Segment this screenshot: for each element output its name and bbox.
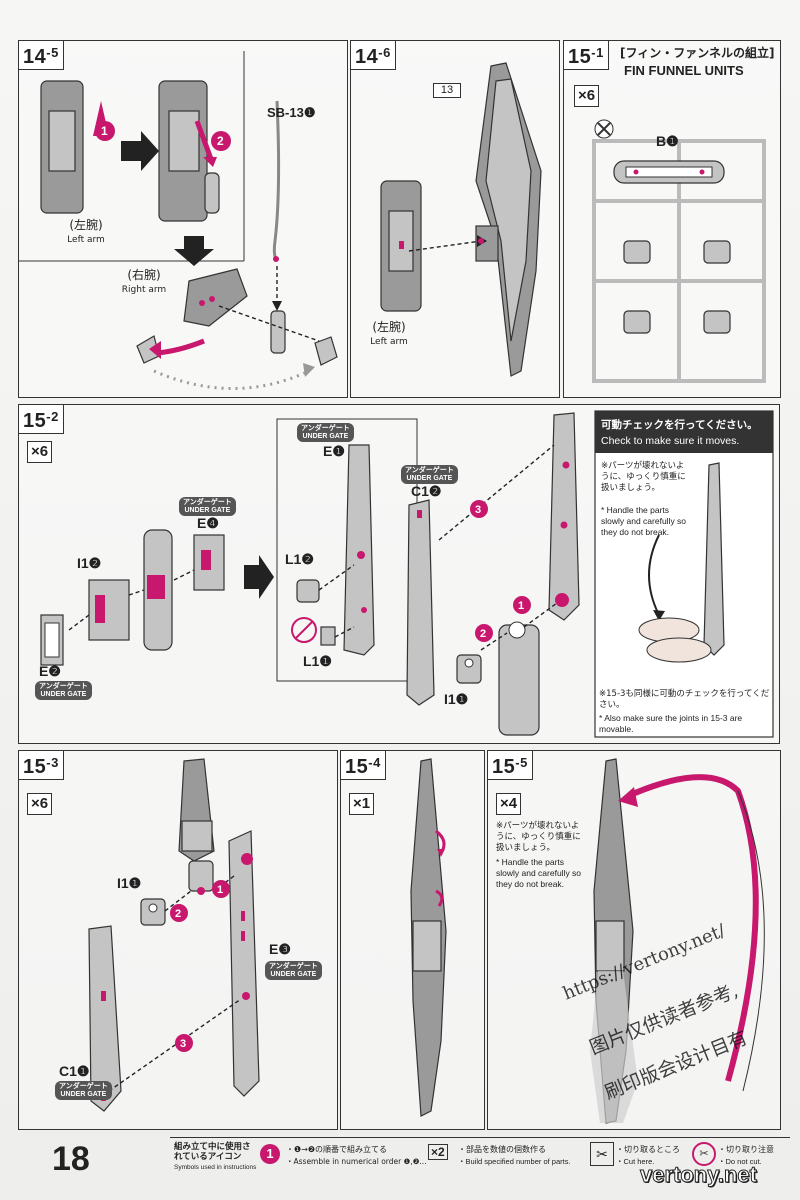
step-15-2-illustration: 3 1 2 xyxy=(40,410,774,738)
multiply-icon: ×2 xyxy=(428,1144,448,1160)
part-l1-2: L1❷ xyxy=(285,551,314,567)
runner-b-illustration xyxy=(592,119,766,383)
svg-text:3: 3 xyxy=(180,1038,186,1050)
check-note-en: * Handle the parts slowly and carefully … xyxy=(601,505,687,537)
section-title-jp: [フィン・ファンネルの組立] xyxy=(620,46,775,60)
svg-text:3: 3 xyxy=(475,504,481,516)
section-title-en: FIN FUNNEL UNITS xyxy=(624,63,744,78)
multiplier-15-4: ×1 xyxy=(349,793,375,815)
panel-15-4: 15-4 ×1 xyxy=(340,750,485,1130)
part-e3: E❸ xyxy=(269,941,291,957)
right-arm-label: (右腕)Right arm xyxy=(121,268,167,296)
legend-cut-jp: ・切り取るところ xyxy=(616,1145,680,1154)
check-footnote-jp: ※15-3も同様に可動のチェックを行ってください。 xyxy=(599,689,770,710)
left-arm-label: (左腕)Left arm xyxy=(67,218,105,246)
part-e4: E❹ xyxy=(197,515,219,531)
svg-text:2: 2 xyxy=(480,628,486,640)
legend-order-en: ・Assemble in numerical order ❶,❷... xyxy=(286,1157,427,1166)
step-number-14-6: 14-6 xyxy=(350,40,396,70)
legend-nocut-jp: ・切り取り注意 xyxy=(718,1145,774,1154)
part-i1-2: I1❷ xyxy=(77,555,102,571)
svg-text:2: 2 xyxy=(217,134,224,148)
svg-text:1: 1 xyxy=(518,600,524,612)
handle-note-en: * Handle the parts slowly and carefully … xyxy=(496,857,582,889)
step-number-14-5: 14-5 xyxy=(18,40,64,70)
sb-13-label: SB-13❶ xyxy=(267,105,316,120)
part-e2: E❷ xyxy=(39,663,61,679)
step-15-4-illustration xyxy=(410,758,447,1117)
step-15-5-illustration xyxy=(590,758,765,1124)
part-c1-1: C1❶ xyxy=(59,1063,90,1079)
legend-title-jp: 組み立て中に使用されているアイコン xyxy=(174,1142,251,1162)
part-b1-label: B❶ xyxy=(656,133,679,149)
part-e1: E❶ xyxy=(323,443,345,459)
part-c1-2: C1❷ xyxy=(411,483,442,499)
panel-14-5: 1 2 xyxy=(18,40,348,398)
check-note-jp: ※パーツが壊れないように、ゆっくり慎重に扱いましょう。 xyxy=(601,461,686,493)
step-number-15-3: 15-3 xyxy=(18,750,64,780)
svg-text:1: 1 xyxy=(101,124,108,138)
multiplier-15-5: ×4 xyxy=(496,793,522,815)
legend-title-en: Symbols used in instructions xyxy=(174,1164,257,1171)
symbol-legend: 組み立て中に使用されているアイコン Symbols used in instru… xyxy=(170,1137,790,1190)
handle-note-jp: ※パーツが壊れないように、ゆっくり慎重に扱いましょう。 xyxy=(496,821,581,853)
legend-cut-en: ・Cut here. xyxy=(616,1157,655,1166)
part-i1-1: I1❶ xyxy=(117,875,142,891)
step-14-6-illustration xyxy=(380,62,542,377)
check-title-en: Check to make sure it moves. xyxy=(601,435,740,447)
brand-watermark: vertony.net xyxy=(640,1162,758,1188)
legend-mult-en: ・Build specified number of parts. xyxy=(458,1157,571,1166)
part-13-label: 13 xyxy=(433,83,461,98)
legend-mult-jp: ・部品を数値の個数作る xyxy=(458,1145,546,1154)
part-l1-1: L1❶ xyxy=(303,653,332,669)
panel-15-1: 15-1 [フィン・ファンネルの組立] FIN FUNNEL UNITS ×6 … xyxy=(563,40,781,398)
step-number-15-4: 15-4 xyxy=(340,750,386,780)
multiplier-15-1: ×6 xyxy=(574,85,600,107)
multiplier-15-2: ×6 xyxy=(27,441,53,463)
step-15-3-illustration: 1 2 3 xyxy=(88,758,260,1112)
step-number-15-5: 15-5 xyxy=(487,750,533,780)
svg-text:1: 1 xyxy=(217,884,223,896)
cut-icon: ✂ xyxy=(590,1142,614,1166)
panel-14-6: 14-6 13 (左腕)Left arm xyxy=(350,40,560,398)
part-i1-1: I1❶ xyxy=(444,691,469,707)
check-footnote-en: * Also make sure the joints in 15-3 are … xyxy=(599,713,743,734)
check-title-jp: 可動チェックを行ってください。 xyxy=(601,419,758,431)
step-number-15-2: 15-2 xyxy=(18,404,64,434)
legend-order-jp: ・❶→❷の順番で組み立てる xyxy=(286,1145,388,1154)
step-14-5-illustration: 1 2 xyxy=(19,51,338,390)
left-arm-label-14-6: (左腕)Left arm xyxy=(370,320,408,348)
step-number-15-1: 15-1 xyxy=(563,40,609,70)
legend-nocut-en: ・Do not cut. xyxy=(718,1157,762,1166)
multiplier-15-3: ×6 xyxy=(27,793,53,815)
svg-text:2: 2 xyxy=(175,908,181,920)
panel-15-5: 15-5 ×4 ※パーツが壊れないように、ゆっくり慎重に扱いましょう。 * Ha… xyxy=(487,750,781,1130)
page-number: 18 xyxy=(52,1140,90,1178)
order-icon: 1 xyxy=(260,1144,280,1164)
no-cut-icon: ✂ xyxy=(692,1142,716,1166)
